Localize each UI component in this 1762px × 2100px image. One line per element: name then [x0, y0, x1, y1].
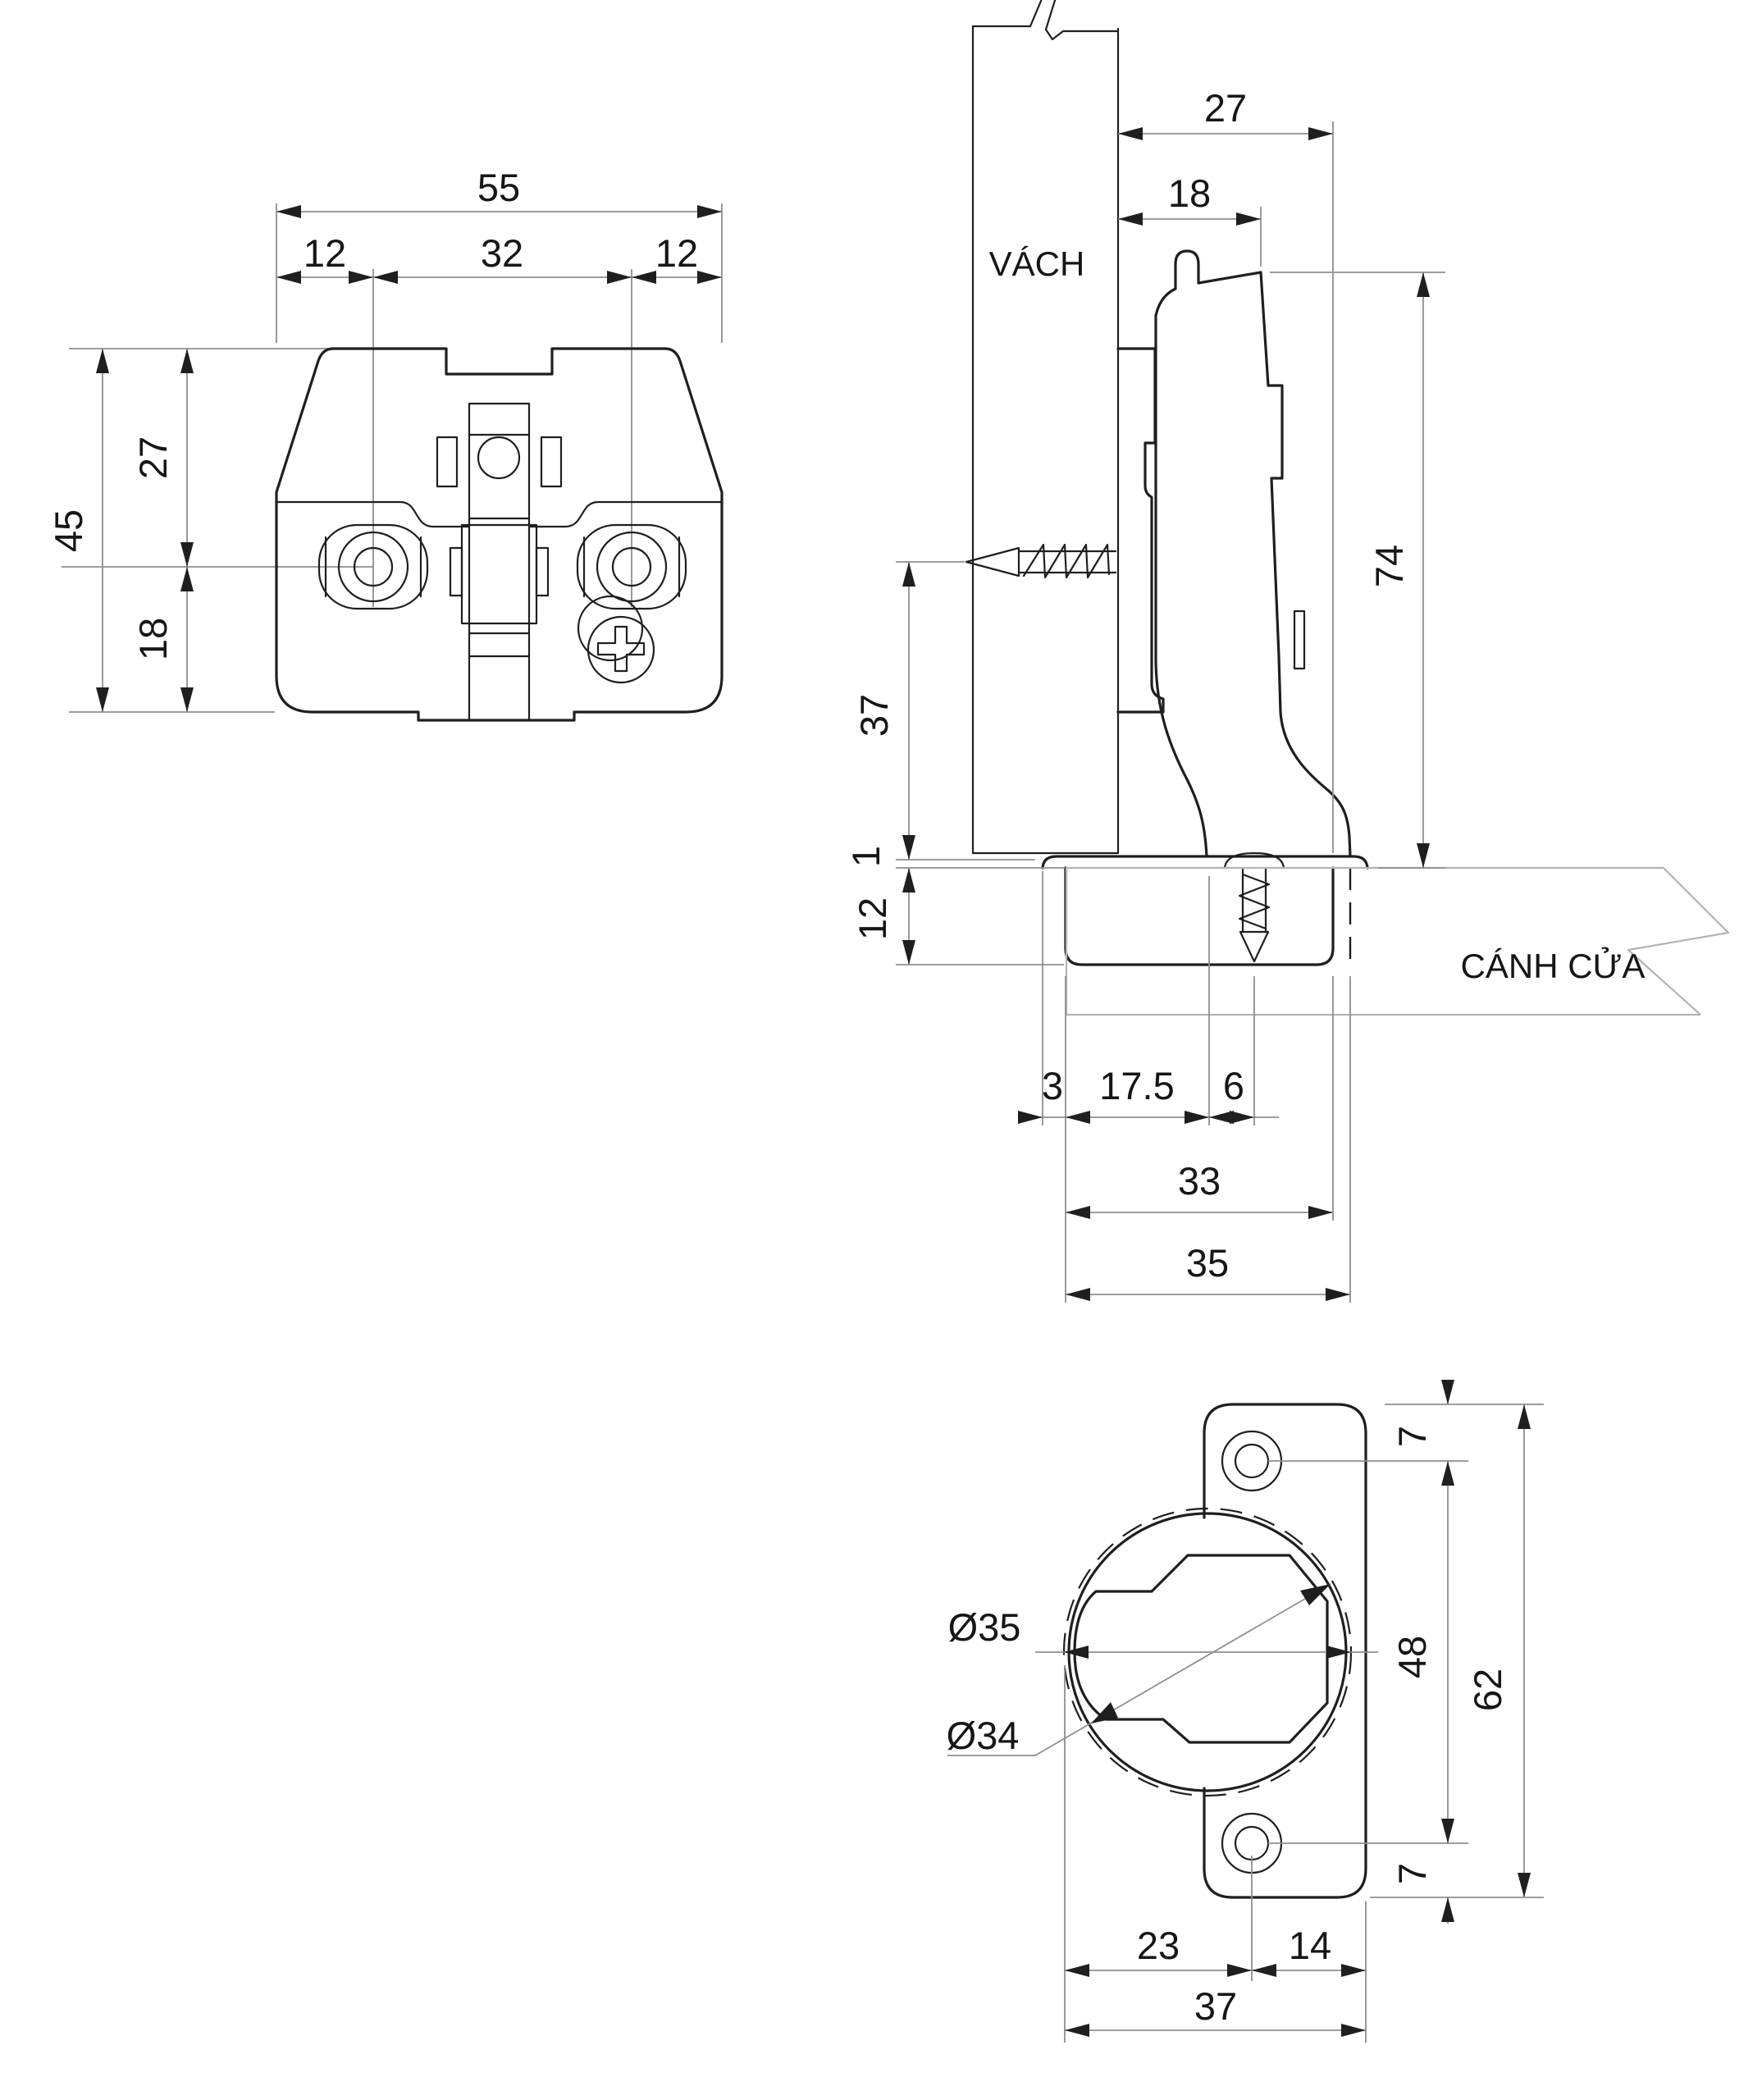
cup-face-view: 7 48 62 7 Ø35 Ø34 23 14 37	[947, 1380, 1544, 2043]
plate-outline	[275, 347, 724, 722]
dim-plate-upper: 27	[131, 436, 175, 479]
dim-side-protrusion: 27	[1204, 86, 1247, 130]
plate-clip-right	[540, 436, 563, 488]
plate-slot-right	[576, 523, 687, 610]
hinge-arm	[1154, 249, 1352, 858]
cup-dimension-lines	[947, 1380, 1544, 2043]
plate-center-channel	[449, 402, 550, 720]
dim-cup-height: 62	[1466, 1669, 1509, 1711]
dim-cup-screw-spacing: 48	[1390, 1636, 1434, 1678]
dim-cup-left: 23	[1137, 1924, 1180, 1967]
cup-plate-outline	[1203, 1403, 1367, 1899]
panel-screw	[965, 543, 1117, 579]
dim-cup-diameter: Ø34	[947, 1714, 1020, 1757]
plate-clip-left	[436, 436, 459, 488]
dim-bore-diameter: Ø35	[948, 1605, 1021, 1649]
dim-side-flange-proud: 1	[844, 846, 888, 867]
door-label: CÁNH CỬA	[1461, 946, 1646, 985]
dim-cup-bottom-margin: 7	[1390, 1863, 1434, 1884]
dim-plate-width: 55	[477, 166, 520, 209]
cup-cavity	[1073, 1554, 1329, 1744]
dim-side-edge-to-pivot: 17.5	[1099, 1064, 1174, 1107]
dim-cup-top-margin: 7	[1390, 1426, 1434, 1447]
dim-plate-height: 45	[47, 509, 90, 552]
dim-side-bore-width: 35	[1186, 1241, 1229, 1285]
plate-dimension-lines	[62, 203, 723, 713]
dim-side-cup-width: 33	[1178, 1159, 1221, 1203]
dim-side-flange-lip: 3	[1042, 1064, 1063, 1107]
door-panel	[1065, 866, 1730, 1016]
dim-plate-right-offset: 12	[655, 231, 698, 275]
dim-side-screw-axis: 37	[852, 694, 896, 737]
dim-cup-width: 37	[1194, 1984, 1237, 2028]
plate-ledge-right	[527, 500, 724, 528]
dim-side-arm-depth: 18	[1168, 171, 1211, 215]
dim-plate-hole-spacing: 32	[481, 231, 523, 275]
dim-side-cup-depth: 12	[851, 897, 894, 940]
dim-side-height: 74	[1367, 545, 1411, 587]
hinge-side-view: VÁCH CÁNH	[844, 0, 1730, 1303]
hinge-cup-section	[1041, 851, 1369, 966]
side-dimension-lines	[896, 121, 1445, 1303]
plate-slot-left	[317, 523, 429, 610]
panel-label: VÁCH	[989, 244, 1085, 283]
mounting-plate-face-view: 55 12 32 12 45 27 18	[47, 166, 724, 722]
dim-plate-lower: 18	[131, 618, 175, 660]
dim-side-pivot-to-screw: 6	[1223, 1064, 1244, 1107]
cabinet-panel	[971, 0, 1120, 855]
dim-plate-left-offset: 12	[304, 231, 346, 275]
plate-ledge-left	[275, 500, 471, 528]
dim-cup-right: 14	[1289, 1924, 1331, 1967]
plate-adjust-screw	[577, 595, 655, 684]
